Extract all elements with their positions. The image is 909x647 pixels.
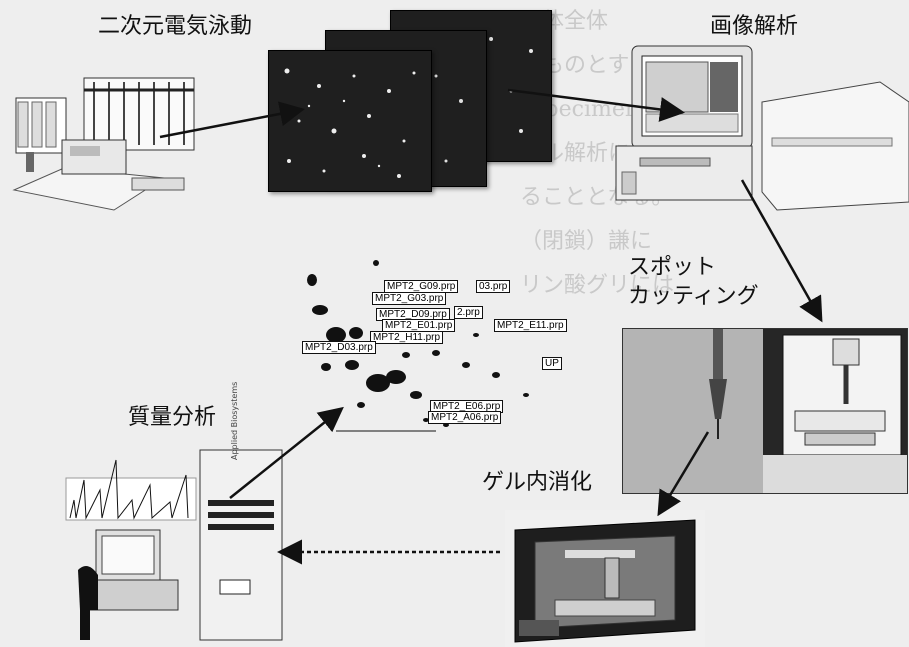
spot-label: MPT2_E11.prp [494, 319, 567, 332]
digestion-robot-image [505, 510, 705, 647]
arrow-massspec-to-spotmap [229, 406, 344, 499]
spot-label: 03.prp [476, 280, 511, 293]
label-image-analysis: 画像解析 [710, 14, 799, 39]
spot-label: UP [542, 357, 562, 370]
label-electrophoresis: 二次元電気泳動 [98, 14, 253, 39]
label-mass-spec: 質量分析 [128, 405, 217, 430]
background-text-line: （閉鎖）謙に [520, 229, 653, 254]
arrow-cutter-to-digestion [657, 431, 710, 517]
spot-map: MPT2_G09.prp 03.prp MPT2_G03.prp MPT2_D0… [296, 255, 567, 435]
label-spot-cutting-2: カッティング [628, 284, 759, 309]
spot-label: MPT2_D03.prp [302, 341, 376, 354]
spot-cutter-image [622, 328, 908, 494]
arrow-apparatus-to-gel [159, 101, 305, 139]
spot-label: MPT2_G03.prp [372, 292, 447, 305]
spot-label: MPT2_A06.prp [428, 411, 502, 424]
electrophoresis-apparatus-image [12, 77, 195, 211]
spot-map-spots [307, 260, 529, 432]
arrow-computer-to-cutter [740, 179, 823, 323]
spot-label: MPT2_H11.prp [370, 331, 444, 344]
label-in-gel-digestion: ゲル内消化 [482, 470, 593, 495]
spot-label: 2.prp [454, 306, 483, 319]
mass-spectrometer-image [65, 449, 283, 641]
background-text-line: リン酸グリには [520, 273, 675, 298]
label-spot-cutting-1: スポット [628, 255, 717, 280]
arrow-gel-to-computer [507, 88, 685, 122]
background-text: の体全体 るものとする ospecimen ール解析には ることとなる。 （閉鎖… [430, 0, 909, 647]
